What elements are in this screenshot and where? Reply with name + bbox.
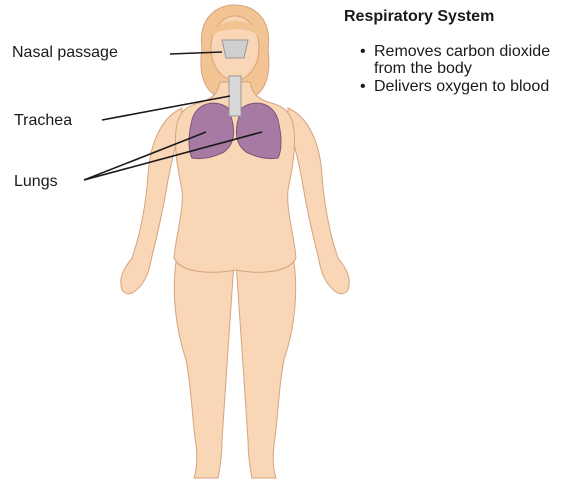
nasal-passage [222, 40, 248, 58]
right-arm [288, 108, 349, 294]
bullet-list: Removes carbon dioxide from the body Del… [360, 43, 565, 96]
nasal-passage-label: Nasal passage [12, 44, 118, 62]
panel-title: Respiratory System [344, 8, 494, 26]
trachea [229, 76, 241, 116]
bullet-item: Removes carbon dioxide from the body [360, 43, 565, 77]
right-leg [236, 250, 296, 478]
bullet-item: Delivers oxygen to blood [360, 78, 565, 95]
left-leg [174, 250, 234, 478]
trachea-label: Trachea [14, 112, 72, 130]
left-arm [121, 108, 182, 294]
lungs-label: Lungs [14, 173, 58, 191]
